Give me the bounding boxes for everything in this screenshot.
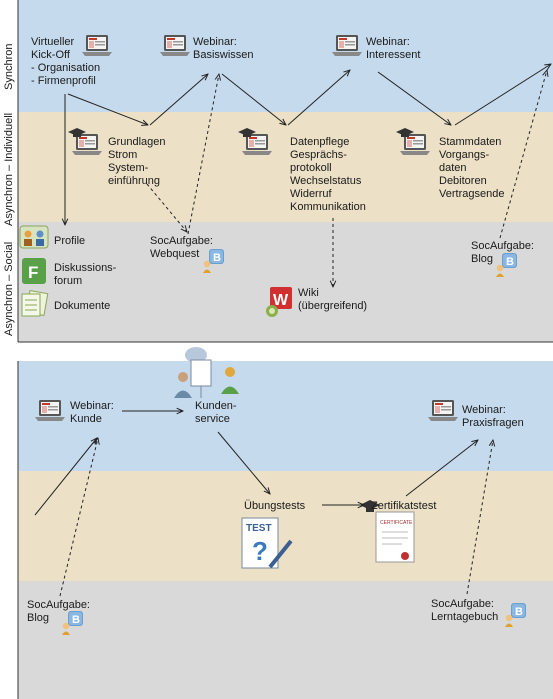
lane-label-social: Asynchron – Social: [3, 242, 15, 336]
lane-synchron-bottom: [18, 361, 553, 471]
certificate-icon: CERTIFICATE: [360, 500, 415, 563]
lane-label-synchron: Synchron: [3, 44, 15, 90]
question-mark-icon: ?: [252, 536, 268, 566]
soc-lerntagebuch-label: SocAufgabe: Lerntagebuch: [431, 598, 498, 623]
arrow-kickoff-grundlagen: [67, 93, 148, 125]
certificate-icon-word: CERTIFICATE: [380, 520, 413, 526]
test-icon: TEST ?: [241, 517, 293, 569]
soc-webquest-label: SocAufgabe: Webquest: [150, 235, 216, 260]
kickoff-label: Virtueller Kick-Off - Organisation - Fir…: [31, 36, 103, 87]
test-icon-word: TEST: [246, 523, 272, 534]
webinar-basiswissen-label: Webinar: Basiswissen: [193, 36, 254, 61]
blog-icon-letter: B: [213, 252, 221, 264]
soc-blog-label: SocAufgabe: Blog: [471, 240, 537, 265]
lane-synchron-top: [18, 0, 553, 112]
arrow-interessent-stammdaten: [377, 71, 451, 125]
lane-social-top: [18, 222, 553, 342]
wiki-icon: W: [266, 287, 292, 317]
webinar-interessent-label: Webinar: Interessent: [366, 36, 420, 61]
soc-blog-bottom-label: SocAufgabe: Blog: [27, 599, 93, 624]
webinar-kunde-label: Webinar: Kunde: [70, 400, 117, 425]
profile-icon: [19, 225, 49, 249]
lane-label-individuell: Asynchron – Individuell: [3, 113, 15, 226]
laptop-icon: [35, 400, 65, 421]
arrow-zertifikatstest-praxisfragen: [405, 440, 478, 497]
blog-icon-letter: B: [72, 614, 80, 626]
profile-label: Profile: [54, 235, 85, 247]
laptop-icon: [160, 35, 190, 56]
presenter-icon: [174, 347, 239, 398]
lane-individuell-bottom: [18, 471, 553, 581]
lane-social-bottom: [18, 581, 553, 699]
forum-icon: F: [22, 258, 46, 284]
arrow-blog-next: [499, 70, 547, 239]
arrow-kundenservice-uebungstests: [217, 431, 270, 494]
laptop-icon: [82, 35, 112, 56]
lane-individuell-top: [18, 112, 553, 222]
arrow-stammdaten-next: [454, 64, 551, 126]
bottom-flow-arrows: [34, 411, 493, 597]
arrow-grundlagen-webquest: [146, 183, 187, 232]
arrow-basiswissen-datenpflege: [221, 73, 286, 125]
arrow-grundlagen-basiswissen: [149, 74, 208, 126]
top-flow-arrows: [65, 64, 551, 287]
stammdaten-label: Stammdaten Vorgangs- daten Debitoren Ver…: [439, 136, 504, 200]
arrow-datenpflege-interessent: [287, 70, 350, 126]
wiki-label: Wiki (übergreifend): [298, 287, 367, 312]
zertifikatstest-label: Zertifikatstest: [371, 500, 436, 512]
laptop-icon: [332, 35, 362, 56]
wiki-icon-letter: W: [273, 292, 289, 309]
documents-icon: [21, 290, 49, 317]
webinar-praxisfragen-label: Webinar: Praxisfragen: [462, 404, 524, 429]
arrow-lerntagebuch-praxisfragen: [466, 440, 493, 595]
laptop-icon: [428, 400, 458, 421]
dokumente-label: Dokumente: [54, 300, 110, 312]
blog-icon-letter: B: [506, 256, 514, 268]
forum-icon-letter: F: [28, 263, 38, 282]
kundenservice-label: Kunden- service: [195, 400, 240, 425]
forum-label: Diskussions- forum: [54, 262, 119, 287]
datenpflege-label: Datenpflege Gesprächs- protokoll Wechsel…: [290, 136, 366, 213]
arrow-start-kunde: [34, 438, 97, 516]
blog-icon-letter: B: [515, 606, 523, 618]
uebungstests-label: Übungstests: [244, 500, 306, 512]
